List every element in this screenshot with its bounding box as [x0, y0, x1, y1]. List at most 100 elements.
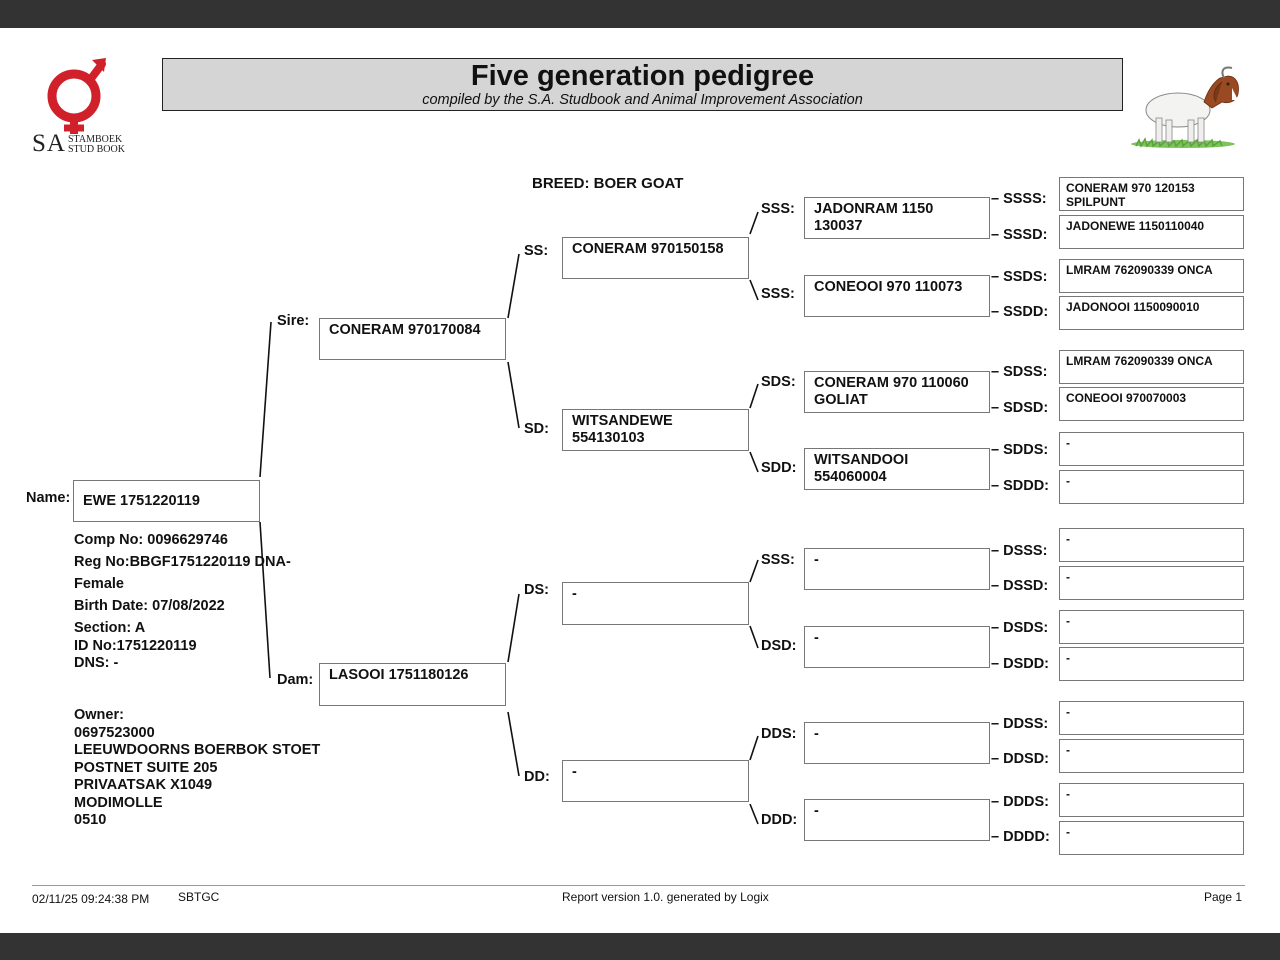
gen3-box: CONEOOI 970 110073: [804, 275, 990, 317]
gen3-label: SSS:: [761, 286, 795, 302]
gen3-box: -: [804, 548, 990, 590]
owner-line: 0697523000: [74, 724, 155, 741]
gen3-value: -: [814, 552, 819, 568]
gen2-label: SD:: [524, 421, 549, 437]
gen4-box: JADONOOI 1150090010: [1059, 296, 1244, 330]
footer-rule: [32, 885, 1245, 886]
gen4-label: – SDDS:: [991, 442, 1049, 458]
gen4-value: CONERAM 970 120153 SPILPUNT: [1066, 181, 1195, 209]
owner-line: 0510: [74, 812, 107, 828]
gen4-label: – SSSD:: [991, 227, 1048, 243]
gen4-label: – DSSD:: [991, 578, 1049, 594]
gen2-label: DD:: [524, 769, 550, 785]
gen3-value: -: [814, 803, 819, 819]
gen3-box: -: [804, 626, 990, 668]
footer-report: Report version 1.0. generated by Logix: [562, 890, 769, 904]
gen4-value: -: [1066, 787, 1070, 801]
gen4-box: -: [1059, 610, 1244, 644]
gen4-box: -: [1059, 701, 1244, 735]
animal-details: Comp No: 0096629746 Reg No:BBGF175122011…: [74, 532, 291, 673]
gen3-label: DSD:: [761, 638, 797, 654]
comp-no: Comp No: 0096629746: [74, 532, 228, 548]
gen3-box: JADONRAM 1150 130037: [804, 197, 990, 239]
gen3-value: -: [814, 630, 819, 646]
gen4-label: – DSDD:: [991, 656, 1050, 672]
breed-label: BREED: BOER GOAT: [532, 175, 684, 192]
gen2-value: -: [572, 586, 577, 602]
dam-name: LASOOI 1751180126: [329, 667, 469, 683]
gen4-label: – SDDD:: [991, 478, 1050, 494]
owner-line: PRIVAATSAK X1049: [74, 777, 213, 793]
gen3-value: CONERAM 970 110060 GOLIAT: [814, 375, 969, 408]
gen3-value: CONEOOI 970 110073: [814, 279, 963, 295]
id-no: ID No:1751220119: [74, 637, 197, 654]
gen4-label: – SSDS:: [991, 269, 1048, 285]
gen2-label: DS:: [524, 582, 549, 598]
owner-line: POSTNET SUITE 205: [74, 759, 218, 776]
logo-letters: SA: [32, 130, 66, 157]
owner-line: LEEUWDOORNS BOERBOK STOET: [74, 742, 321, 758]
viewer-bottom-bar: [0, 933, 1280, 960]
gen3-label: SSS:: [761, 552, 795, 568]
gen4-label: – SDSD:: [991, 400, 1049, 416]
gen4-value: -: [1066, 614, 1070, 628]
viewer-top-bar: [0, 0, 1280, 28]
gen4-value: -: [1066, 436, 1070, 450]
gen4-box: -: [1059, 783, 1244, 817]
studbook-logo-icon: [47, 58, 106, 134]
gen4-box: LMRAM 762090339 ONCA: [1059, 259, 1244, 293]
gen4-label: – SDSS:: [991, 364, 1048, 380]
dam-label: Dam:: [277, 672, 314, 688]
gen2-value: CONERAM 970150158: [572, 241, 724, 257]
gen4-box: -: [1059, 528, 1244, 562]
gen4-value: JADONEWE 1150110040: [1066, 219, 1205, 233]
animal-name-box: EWE 1751220119: [73, 480, 260, 522]
gen4-value: -: [1066, 532, 1070, 546]
gen4-box: CONEOOI 970070003: [1059, 387, 1244, 421]
gen4-value: -: [1066, 651, 1070, 665]
gen4-label: – DSDS:: [991, 620, 1049, 636]
gen4-value: LMRAM 762090339 ONCA: [1066, 263, 1213, 277]
gen2-label: SS:: [524, 243, 549, 259]
gen4-box: -: [1059, 739, 1244, 773]
gen3-box: WITSANDOOI 554060004: [804, 448, 990, 490]
gen4-value: -: [1066, 705, 1070, 719]
gen3-box: -: [804, 799, 990, 841]
page-title: Five generation pedigree: [470, 60, 815, 92]
title-box: Five generation pedigree compiled by the…: [162, 58, 1123, 111]
reg-no: Reg No:BBGF1751220119 DNA-: [74, 554, 291, 570]
gen4-value: -: [1066, 825, 1070, 839]
gen3-label: DDS:: [761, 726, 797, 742]
owner-line: MODIMOLLE: [74, 794, 163, 811]
gen3-label: SDS:: [761, 374, 796, 390]
sire-label: Sire:: [277, 313, 310, 329]
gen4-label: – DSSS:: [991, 543, 1048, 559]
sex: Female: [74, 576, 124, 592]
gen2-box: WITSANDEWE 554130103: [562, 409, 749, 451]
name-label: Name:: [26, 490, 71, 506]
dam-box: LASOOI 1751180126: [319, 663, 506, 706]
boer-goat-image: [1131, 66, 1239, 148]
gen4-value: CONEOOI 970070003: [1066, 391, 1187, 405]
gen3-box: CONERAM 970 110060 GOLIAT: [804, 371, 990, 413]
page-subtitle: compiled by the S.A. Studbook and Animal…: [422, 92, 863, 108]
logo-line-1: STAMBOEK: [68, 134, 123, 145]
gen3-value: -: [814, 726, 819, 742]
footer-page: Page 1: [1204, 890, 1243, 904]
gen2-value: WITSANDEWE 554130103: [572, 413, 673, 446]
gen4-value: JADONOOI 1150090010: [1066, 300, 1200, 314]
gen4-label: – DDDS:: [991, 794, 1050, 810]
gen2-box: -: [562, 582, 749, 625]
gen4-box: LMRAM 762090339 ONCA: [1059, 350, 1244, 384]
gen3-value: JADONRAM 1150 130037: [814, 201, 934, 234]
gen4-box: -: [1059, 566, 1244, 600]
gen3-box: -: [804, 722, 990, 764]
section: Section: A: [74, 620, 146, 636]
gen3-label: SDD:: [761, 460, 797, 476]
gen4-box: CONERAM 970 120153 SPILPUNT: [1059, 177, 1244, 211]
gen4-value: -: [1066, 743, 1070, 757]
gen4-box: -: [1059, 470, 1244, 504]
gen4-label: – DDDD:: [991, 829, 1050, 845]
gen2-value: -: [572, 764, 577, 780]
owner-block: Owner: 0697523000 LEEUWDOORNS BOERBOK ST…: [74, 707, 320, 830]
